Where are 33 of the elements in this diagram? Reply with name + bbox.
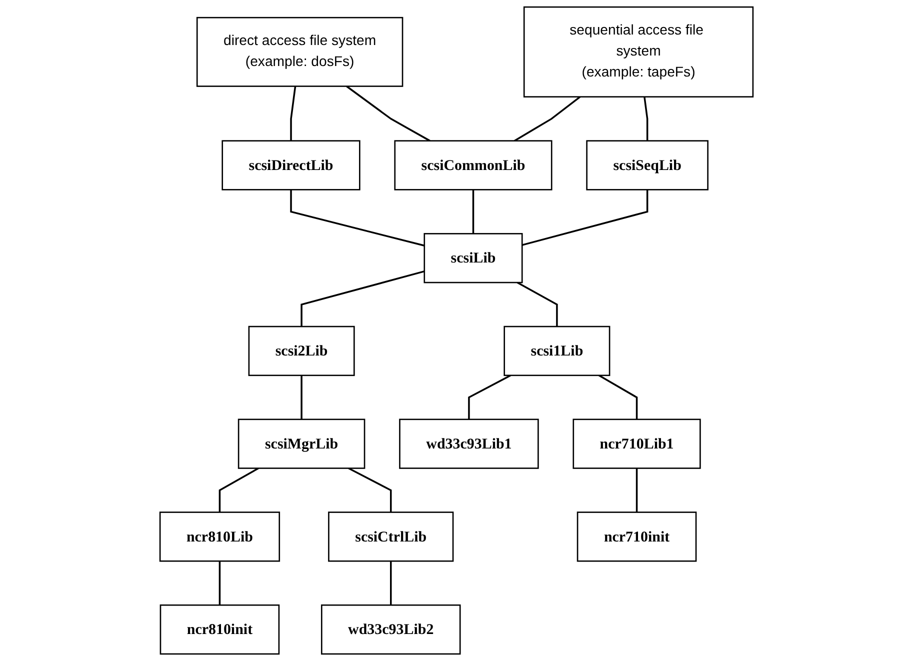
connector bbox=[598, 374, 638, 420]
connector bbox=[636, 468, 638, 512]
node-box: scsiDirectLib bbox=[222, 140, 360, 190]
connector bbox=[516, 282, 558, 327]
connector bbox=[472, 190, 474, 234]
node-box: scsi1Lib bbox=[504, 326, 610, 376]
node-box: scsiMgrLib bbox=[238, 418, 366, 469]
connector bbox=[290, 190, 425, 247]
node-box: ncr810Lib bbox=[159, 512, 280, 562]
node-box: ncr710init bbox=[576, 512, 697, 562]
node-box: direct access file system (example: dosFs) bbox=[196, 16, 404, 87]
connector bbox=[644, 96, 648, 141]
connector bbox=[300, 270, 425, 327]
connector bbox=[300, 375, 302, 420]
connector bbox=[390, 561, 392, 606]
connector bbox=[290, 86, 296, 141]
connector bbox=[218, 467, 259, 512]
node-box: wd33c93Lib2 bbox=[320, 604, 461, 655]
node-box: scsiSeqLib bbox=[586, 140, 708, 190]
connector bbox=[218, 561, 221, 606]
connector bbox=[346, 86, 430, 142]
node-box: scsi2Lib bbox=[248, 326, 355, 376]
node-box: scsiCommonLib bbox=[394, 140, 552, 190]
node-box: scsiCtrlLib bbox=[328, 512, 454, 562]
node-box: sequential access file system (example: tapeFs) bbox=[523, 6, 754, 98]
connector bbox=[468, 374, 512, 420]
node-box: wd33c93Lib1 bbox=[399, 418, 539, 469]
node-box: scsiLib bbox=[424, 233, 523, 284]
connector bbox=[522, 190, 648, 246]
connector bbox=[514, 96, 581, 142]
connector bbox=[348, 467, 392, 512]
node-box: ncr810init bbox=[160, 604, 280, 655]
node-box: ncr710Lib1 bbox=[572, 418, 701, 469]
